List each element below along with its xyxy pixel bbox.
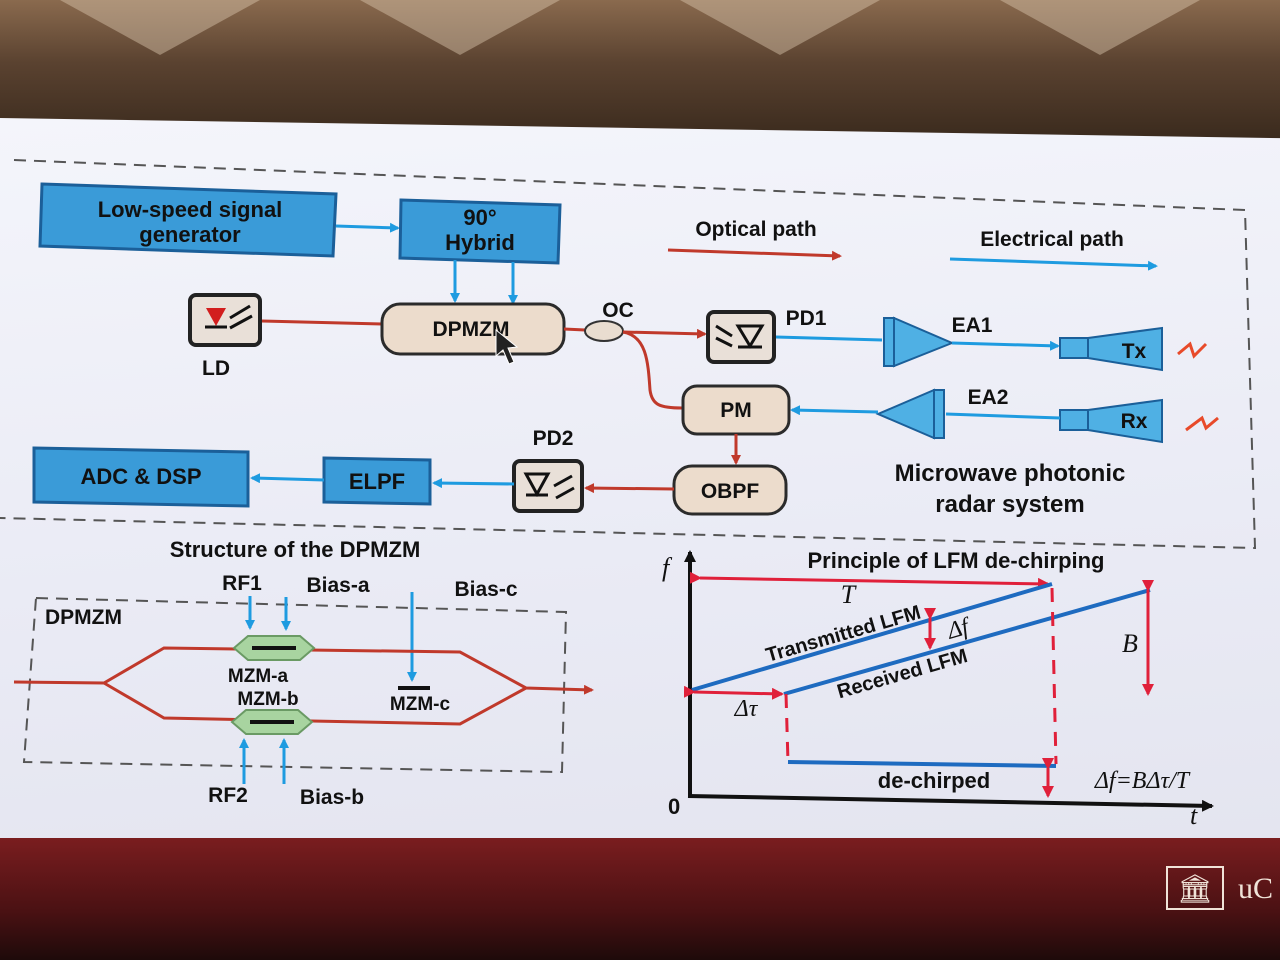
tx-label: Tx [1122,340,1147,363]
electrical-link [790,405,879,416]
bias-a-label: Bias-a [306,574,369,597]
delta-tau-label: Δτ [734,696,759,722]
bias-c-label: Bias-c [454,578,517,601]
photodiode-icon [735,324,765,349]
obpf-filter-block: OBPF [672,464,788,516]
lfm-principle-title: Principle of LFM de-chirping [808,548,1105,573]
optical-link [584,483,675,494]
ea2-amplifier-icon: EA2 [875,386,1009,440]
legend-optical-label: Optical path [695,218,816,241]
period-t-arrow [689,571,1050,590]
pm-phase-modulator-block: PM [681,384,791,436]
system-caption-line2: radar system [935,491,1084,518]
university-logo-icon: 🏛 [1166,866,1224,910]
mouse-cursor-icon [495,328,519,365]
t-axis-label: t [1190,801,1198,830]
dechirp-formula: Δf=BΔτ/T [1094,768,1191,794]
pd2-photodetector-block: PD2 [512,427,584,513]
rf2-label: RF2 [208,784,248,807]
optical-link [563,327,586,332]
delta-tau-arrow [683,685,784,700]
pd1-photodetector-block: PD1 [706,307,827,364]
dpmzm-lower-optical-path [103,681,527,726]
mzm-c-label: MZM-c [390,694,451,715]
dpmzm-structure-dashed-border [22,596,568,774]
electrical-link [432,478,515,489]
bandwidth-label: B [1122,629,1138,658]
dpmzm-structure-title: Structure of the DPMZM [170,537,421,562]
electrical-link [250,473,325,484]
oc-coupler [584,320,624,342]
ceiling-background [0,0,1280,140]
photodiode-icon [523,472,551,498]
rf1-label: RF1 [222,572,262,595]
bias-b-label: Bias-b [300,786,364,809]
system-caption-line1: Microwave photonic [895,460,1126,487]
hybrid-90-block: 90° Hybrid [398,198,562,265]
low-speed-label-line1: Low-speed signal [98,197,283,222]
dechirped-label: de-chirped [878,768,990,793]
period-t-label: T [841,580,857,609]
radio-wave-out-icon [1177,341,1208,359]
rx-antenna-icon: Rx [1059,398,1163,444]
dpmzm-structure-box-label: DPMZM [45,606,122,629]
hybrid-label-line1: 90° [463,205,496,230]
ceiling-decoration [60,0,260,55]
ceiling-decoration [1000,0,1200,55]
ld-label: LD [202,357,230,380]
adc-dsp-block: ADC & DSP [32,446,250,508]
obpf-label: OBPF [701,480,760,503]
electrical-link [951,340,1060,351]
t-axis [687,794,1214,812]
legend-electrical-label: Electrical path [980,228,1124,251]
mzm-a-label: MZM-a [228,666,289,687]
ld-laser-block: LD [188,293,262,380]
pd1-label: PD1 [786,307,827,330]
system-dashed-border [0,159,1257,550]
elpf-label: ELPF [349,469,405,494]
electrical-link [775,335,883,342]
elpf-filter-block: ELPF [322,456,432,506]
dpmzm-block: DPMZM [380,302,566,356]
rx-label: Rx [1121,410,1148,433]
dechirped-signal-line [787,760,1057,768]
legend-optical-line [667,248,842,261]
ea1-label: EA1 [952,314,993,337]
laser-diode-icon [206,308,226,326]
received-lfm-line [783,588,1151,696]
pm-label: PM [720,399,752,422]
low-speed-label-line2: generator [139,222,241,247]
slide-footer-bar [0,838,1280,960]
origin-label: 0 [668,794,680,819]
legend-electrical-line [949,257,1158,271]
pd2-label: PD2 [533,427,574,450]
transmitted-lfm-line [691,582,1053,692]
oc-label: OC [602,299,634,322]
dechirp-dashed-left [784,693,790,763]
hybrid-label-line2: Hybrid [445,230,515,255]
optical-link [261,319,383,326]
transmitted-lfm-label: Transmitted LFM [763,602,923,667]
electrical-link [945,412,1061,420]
tx-antenna-icon: Tx [1059,326,1163,372]
mzm-b-label: MZM-b [237,689,298,710]
radio-wave-in-icon [1185,415,1219,432]
low-speed-signal-generator-block: Low-speed signal generator [38,182,338,258]
ea1-amplifier-icon: EA1 [883,314,993,368]
mzm-b-modulator-icon [230,709,314,735]
dpmzm-label: DPMZM [433,318,510,341]
ea2-label: EA2 [968,386,1009,409]
electrical-link [335,222,400,233]
f-axis-label: f [662,553,673,582]
optical-link [622,328,707,339]
adc-dsp-label: ADC & DSP [80,464,201,489]
ceiling-decoration [360,0,560,55]
mzm-a-modulator-icon [232,635,316,661]
ceiling-decoration [680,0,880,55]
dechirp-dashed-right [1050,587,1058,765]
optical-link [622,330,683,410]
university-logo-text: uC [1238,872,1274,905]
